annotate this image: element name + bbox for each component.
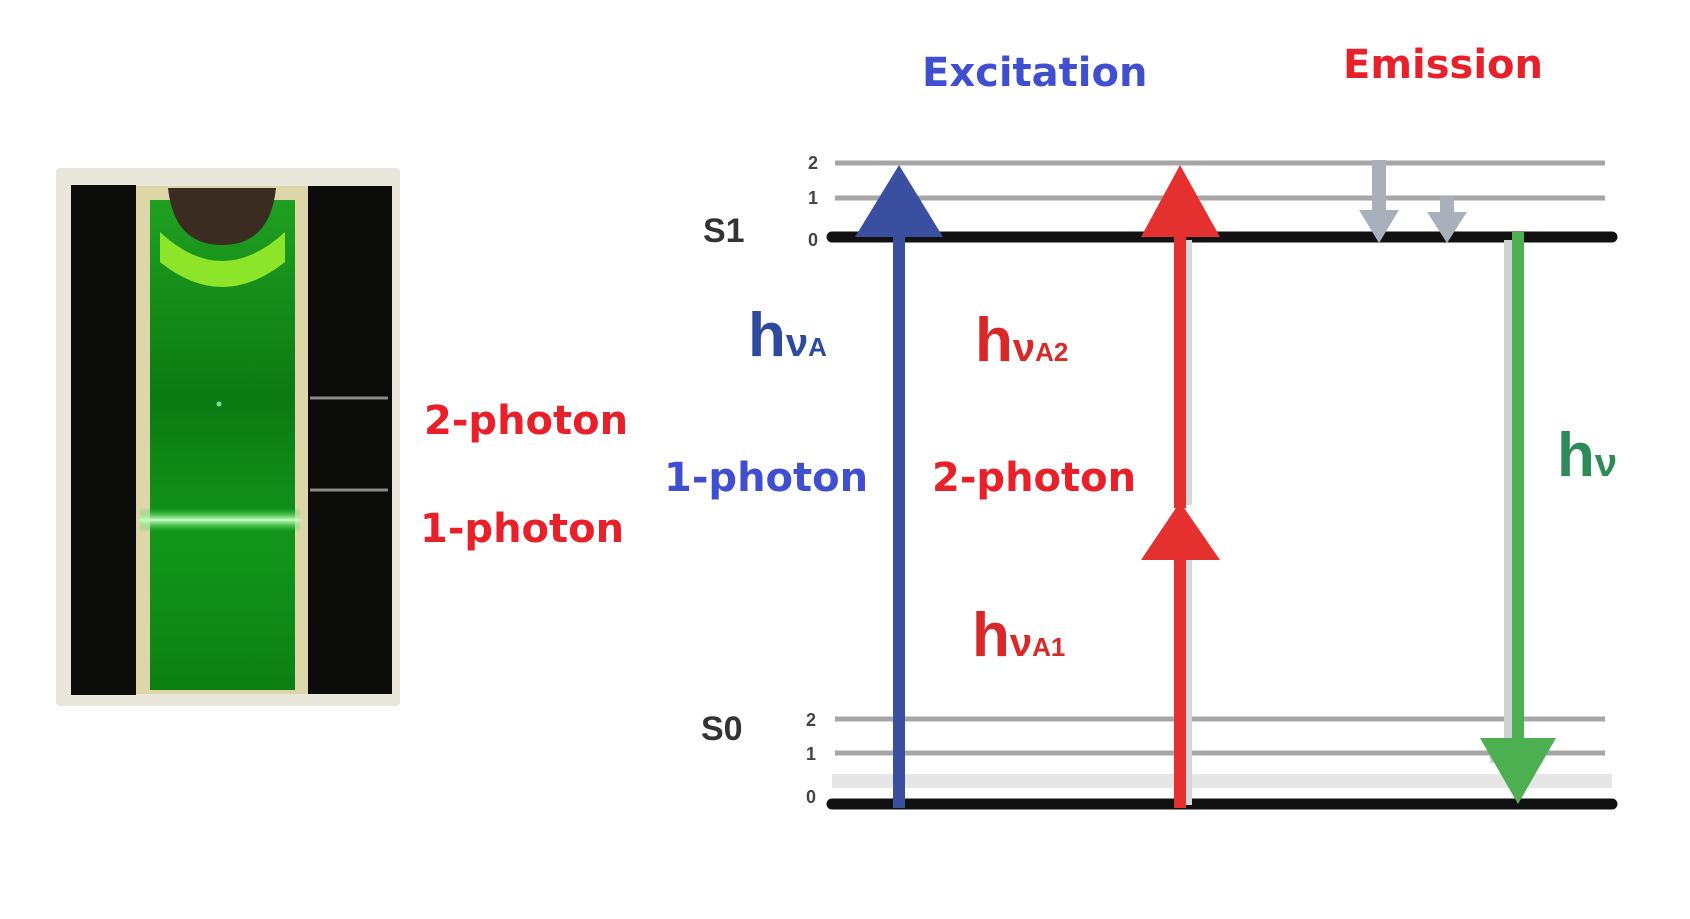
energy-subscript: A2 — [1035, 337, 1069, 367]
s1-vib-1: 1 — [808, 188, 819, 208]
s0-vib-2: 2 — [806, 710, 817, 730]
energy-h: h — [972, 601, 1010, 670]
two-photon-upper-head — [1141, 165, 1220, 237]
s0-vib-1: 1 — [806, 744, 817, 764]
one-photon-arrow-shaft — [893, 228, 905, 808]
cuvette-two-photon-label: 2-photon — [424, 398, 629, 444]
state-s0-label: S0 — [701, 710, 743, 748]
energy-h: h — [748, 301, 786, 370]
s1-levels — [826, 160, 1618, 243]
emission-arrow-shadow — [1504, 240, 1512, 740]
relaxation-arrows — [1359, 160, 1467, 243]
two-photon-arrows — [1141, 165, 1220, 808]
two-photon-upper-energy-label: hνA2 — [975, 305, 1068, 376]
one-photon-energy-label: hνA — [748, 300, 827, 371]
two-photon-transition-label: 2-photon — [932, 455, 1137, 501]
energy-nu: ν — [1012, 326, 1036, 370]
energy-h: h — [1557, 421, 1595, 490]
s0-vib-0: 0 — [806, 787, 817, 807]
one-photon-arrow — [855, 165, 943, 808]
relaxation-arrow-1-head — [1359, 210, 1399, 243]
energy-nu: ν — [1594, 441, 1618, 485]
relaxation-arrow-1-shaft — [1372, 160, 1386, 210]
meniscus-top — [168, 188, 276, 245]
emission-arrow-shaft — [1512, 232, 1524, 742]
energy-subscript: A1 — [1032, 632, 1066, 662]
s0-levels — [826, 716, 1618, 810]
excitation-title: Excitation — [922, 50, 1148, 96]
one-photon-arrow-head — [855, 165, 943, 237]
emission-energy-label: hν — [1557, 420, 1617, 491]
one-photon-transition-label: 1-photon — [664, 455, 869, 501]
cuvette-left-wall — [71, 185, 136, 695]
emission-arrow-head — [1480, 738, 1556, 804]
cuvette-photo — [56, 168, 400, 706]
one-photon-beam — [140, 508, 300, 532]
two-photon-upper-shaft-shadow — [1186, 240, 1192, 505]
two-photon-upper-shaft — [1174, 228, 1186, 508]
two-photon-lower-head — [1141, 502, 1220, 560]
energy-subscript: A — [808, 332, 827, 362]
meniscus-glow — [160, 232, 285, 287]
cuvette-right-wall — [308, 186, 392, 694]
relaxation-arrow-2-head — [1427, 212, 1467, 243]
two-photon-lower-energy-label: hνA1 — [972, 600, 1065, 671]
energy-nu: ν — [1009, 621, 1033, 665]
s1-vib-2: 2 — [808, 153, 819, 173]
emission-title: Emission — [1343, 42, 1543, 88]
energy-nu: ν — [785, 321, 809, 365]
emission-arrow — [1480, 232, 1556, 804]
s0-level-0-shadow — [832, 774, 1612, 788]
state-s1-label: S1 — [703, 212, 745, 250]
two-photon-spot — [216, 401, 222, 407]
two-photon-lower-shaft — [1174, 555, 1186, 808]
cuvette-one-photon-label: 1-photon — [420, 506, 625, 552]
relaxation-arrow-2-shaft — [1440, 197, 1454, 213]
two-photon-lower-shaft-shadow — [1186, 555, 1192, 805]
s1-vib-0: 0 — [808, 230, 819, 250]
energy-h: h — [975, 306, 1013, 375]
